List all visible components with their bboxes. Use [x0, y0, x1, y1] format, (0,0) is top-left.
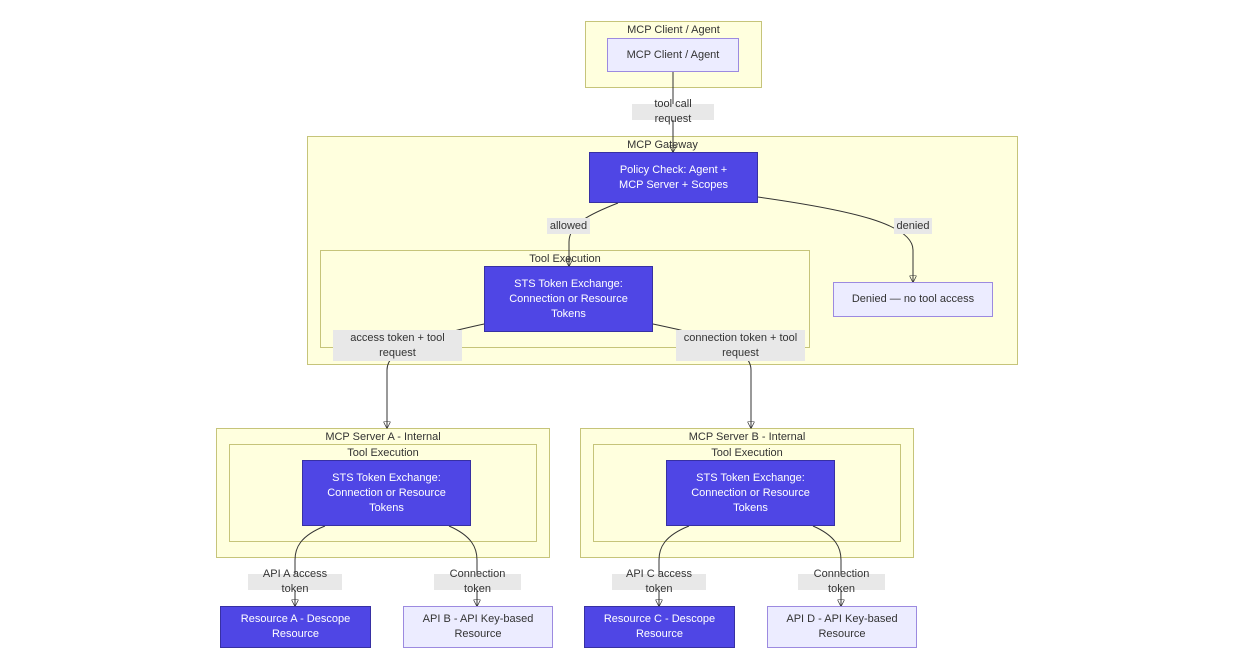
node-gateway-sts-token-exchange[interactable]: STS Token Exchange: Connection or Resour… — [484, 266, 653, 332]
edge-label-tool-call: tool call request — [632, 98, 714, 125]
edge-denied — [757, 196, 913, 282]
cluster-title: MCP Client / Agent — [627, 24, 720, 36]
cluster-title: Tool Execution — [711, 447, 783, 459]
node-api-d[interactable]: API D - API Key-based Resource — [767, 606, 917, 648]
edge-label-denied: denied — [894, 218, 932, 234]
edge-api-a-access — [295, 525, 326, 606]
edge-label-allowed: allowed — [547, 218, 590, 234]
cluster-title: MCP Gateway — [627, 139, 698, 151]
edge-label-api-a-access: API A access token — [248, 568, 342, 595]
cluster-title: MCP Server A - Internal — [325, 431, 441, 443]
edge-label-access-token: access token + tool request — [333, 330, 462, 361]
node-denied[interactable]: Denied — no tool access — [833, 282, 993, 317]
edge-connection-b — [812, 525, 841, 606]
node-api-b[interactable]: API B - API Key-based Resource — [403, 606, 553, 648]
cluster-title: Tool Execution — [529, 253, 601, 265]
edge-label-connection-a: Connection token — [434, 568, 521, 595]
cluster-title: Tool Execution — [347, 447, 419, 459]
cluster-title: MCP Server B - Internal — [688, 431, 806, 443]
node-resource-a[interactable]: Resource A - Descope Resource — [220, 606, 371, 648]
edge-connection-a — [448, 525, 477, 606]
node-server-b-sts-token-exchange[interactable]: STS Token Exchange: Connection or Resour… — [666, 460, 835, 526]
node-mcp-client[interactable]: MCP Client / Agent — [607, 38, 739, 72]
node-policy-check[interactable]: Policy Check: Agent + MCP Server + Scope… — [589, 152, 758, 203]
edge-api-c-access — [659, 525, 690, 606]
edge-allowed — [569, 202, 619, 266]
node-resource-c[interactable]: Resource C - Descope Resource — [584, 606, 735, 648]
edge-label-connection-token: connection token + tool request — [676, 330, 805, 361]
node-server-a-sts-token-exchange[interactable]: STS Token Exchange: Connection or Resour… — [302, 460, 471, 526]
edge-label-api-c-access: API C access token — [612, 568, 706, 595]
edge-label-connection-b: Connection token — [798, 568, 885, 595]
